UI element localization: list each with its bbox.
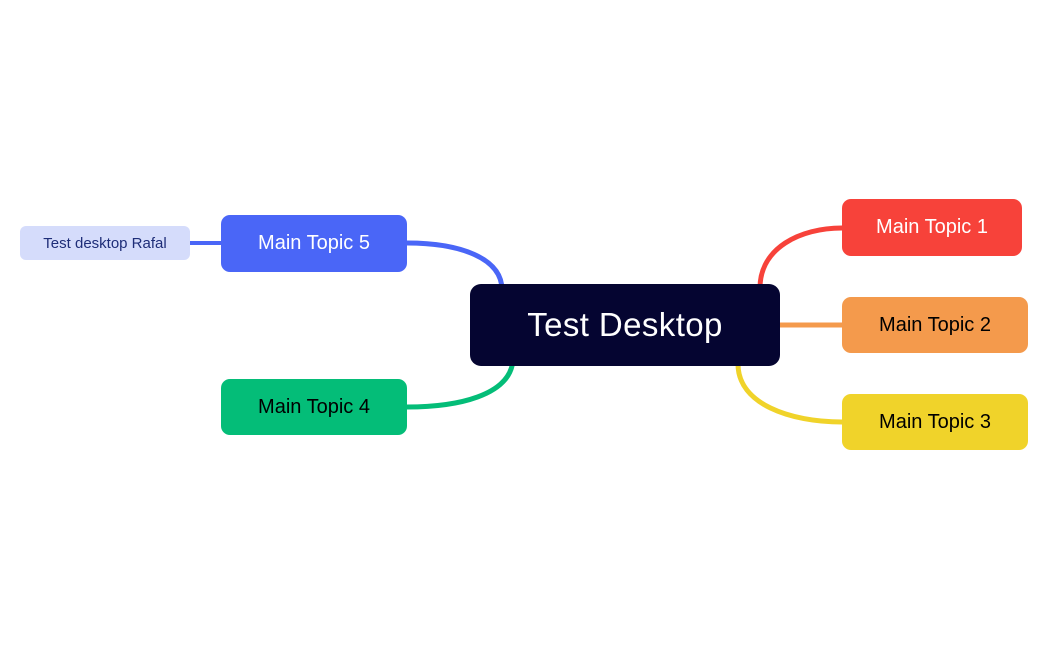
node-label: Main Topic 2 <box>879 313 991 336</box>
connector-root-to-topic3 <box>735 361 845 425</box>
node-test-desktop-rafal[interactable]: Test desktop Rafal <box>20 226 190 260</box>
node-main-topic-4[interactable]: Main Topic 4 <box>221 379 407 435</box>
connector-root-to-topic5 <box>404 240 505 293</box>
connector-root-to-topic1 <box>757 225 845 291</box>
node-label: Main Topic 5 <box>258 232 370 254</box>
node-main-topic-5[interactable]: Main Topic 5 <box>221 215 407 272</box>
node-main-topic-2[interactable]: Main Topic 2 <box>842 297 1028 353</box>
connector-root-to-topic4 <box>404 363 515 410</box>
node-label: Test desktop Rafal <box>43 234 167 252</box>
node-label: Main Topic 4 <box>258 395 370 418</box>
node-label: Main Topic 3 <box>879 410 991 433</box>
root-label: Test Desktop <box>527 306 723 343</box>
node-root-test-desktop[interactable]: Test Desktop <box>470 284 780 366</box>
node-label: Main Topic 1 <box>876 216 988 238</box>
node-main-topic-1[interactable]: Main Topic 1 <box>842 199 1022 256</box>
node-main-topic-3[interactable]: Main Topic 3 <box>842 394 1028 450</box>
